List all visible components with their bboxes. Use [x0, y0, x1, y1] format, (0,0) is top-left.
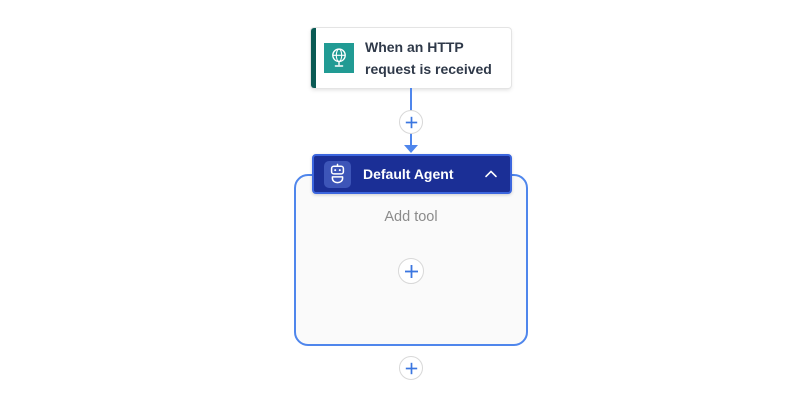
- add-tool-label: Add tool: [384, 209, 438, 225]
- collapse-button[interactable]: [482, 168, 500, 180]
- trigger-card-http-request[interactable]: When an HTTP request is received: [311, 28, 511, 88]
- trigger-title: When an HTTP request is received: [365, 39, 492, 77]
- globe-http-icon: [324, 43, 354, 73]
- insert-action-button[interactable]: [399, 110, 423, 134]
- add-tool-button[interactable]: [398, 258, 424, 284]
- agent-robot-icon: [324, 160, 351, 188]
- plus-icon: [404, 264, 418, 278]
- agent-title: Default Agent: [363, 166, 454, 182]
- add-action-below-button[interactable]: [399, 356, 423, 380]
- arrow-down-icon: [404, 145, 418, 153]
- plus-icon: [405, 362, 417, 374]
- trigger-accent-bar: [311, 28, 316, 88]
- agent-header[interactable]: Default Agent: [312, 154, 512, 194]
- plus-icon: [405, 116, 417, 128]
- chevron-up-icon: [485, 170, 497, 178]
